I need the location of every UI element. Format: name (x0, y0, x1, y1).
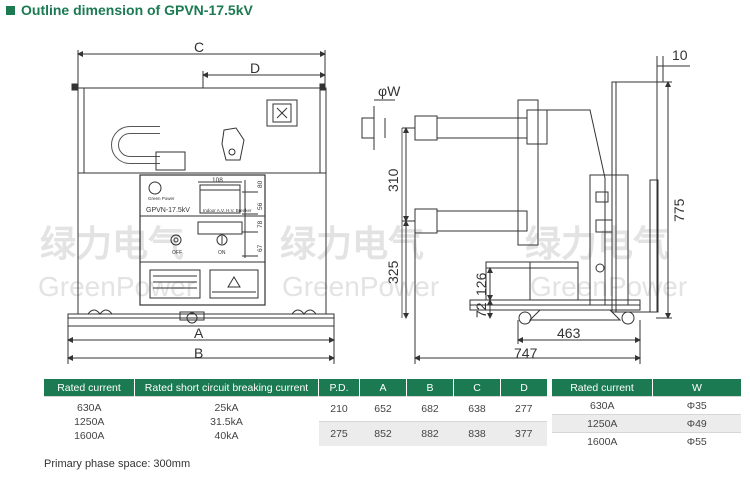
dim-463: 463 (557, 325, 581, 341)
footnote: Primary phase space: 300mm (44, 458, 191, 470)
panel-brand: Green Power (148, 196, 175, 201)
panel-sub: Indoor A.V. H.V. Breaker (203, 208, 252, 213)
current-cell: 1250A (552, 414, 653, 433)
w-cell: Φ35 (652, 396, 741, 415)
table-row: 630A 1250A 1600A 25kA 31.5kA 40kA 210 65… (44, 396, 547, 446)
side-view (361, 56, 690, 364)
breaking-value: 31.5kA (210, 415, 243, 428)
b-cell: 882 (406, 421, 454, 446)
off-label: OFF (172, 250, 182, 256)
table-header-row: Rated current Rated short circuit breaki… (44, 379, 547, 397)
watermark-en-2: GreenPower (282, 271, 439, 302)
c-cell: 838 (453, 421, 501, 446)
dim-747: 747 (514, 345, 538, 361)
dim-310: 310 (385, 168, 401, 192)
current-value: 1600A (74, 429, 105, 442)
table-row: 275 852 882 838 377 (44, 421, 547, 446)
th-w: W (652, 379, 741, 397)
th-rated-current: Rated current (552, 379, 653, 397)
dim-D: D (250, 60, 260, 76)
current-value: 1250A (74, 415, 105, 428)
section-title: Outline dimension of GPVN-17.5kV (6, 0, 253, 20)
dim-A: A (194, 325, 204, 341)
outline-drawing: 绿力电气 绿力电气 绿力电气 GreenPower GreenPower Gre… (38, 39, 690, 364)
breaking-cell: 25kA 31.5kA 40kA (134, 396, 319, 446)
watermark-cn-1: 绿力电气 (40, 223, 184, 264)
table-row: 1600A Φ55 (552, 432, 741, 450)
th-b: B (406, 379, 454, 397)
pd-cell: 275 (318, 421, 360, 446)
th-rated-current: Rated current (44, 379, 135, 397)
c-cell: 638 (453, 396, 501, 422)
watermark-cn-2: 绿力电气 (280, 223, 424, 264)
table-header-row: Rated current W (552, 379, 741, 397)
dim-775: 775 (671, 198, 687, 222)
title-square-icon (6, 5, 15, 15)
current-value: 630A (76, 401, 102, 414)
current-cell: 630A (552, 396, 653, 415)
w-cell: Φ55 (652, 432, 741, 450)
watermark-cn-3: 绿力电气 (525, 223, 669, 264)
w-cell: Φ49 (652, 414, 741, 433)
front-view (67, 50, 335, 364)
dim-67: 67 (257, 244, 264, 252)
th-pd: P.D. (318, 379, 360, 397)
table-row: 1250A Φ49 (552, 414, 741, 433)
a-cell: 652 (359, 396, 407, 422)
dim-325: 325 (385, 260, 401, 284)
breaking-value: 40kA (214, 429, 239, 442)
dim-80: 80 (257, 180, 264, 188)
b-cell: 682 (406, 396, 454, 422)
dim-126: 126 (473, 272, 489, 296)
dim-56: 56 (257, 202, 264, 210)
side-dims: φW 10 310 325 126 72 775 463 747 (378, 47, 688, 361)
th-c: C (453, 379, 501, 397)
dim-phiW: φW (378, 83, 401, 99)
pd-cell: 210 (318, 396, 360, 422)
panel-dims: 108 80 56 78 67 GPVN-17.5kV Green Power … (146, 177, 264, 256)
d-cell: 377 (500, 421, 547, 446)
dim-72: 72 (473, 302, 489, 318)
table-row: 630A Φ35 (552, 396, 741, 415)
dim-108: 108 (212, 177, 223, 184)
a-cell: 852 (359, 421, 407, 446)
dim-78: 78 (257, 220, 264, 228)
dimension-table: Rated current Rated short circuit breaki… (44, 379, 547, 446)
dim-10: 10 (672, 47, 688, 63)
dim-B: B (194, 345, 203, 361)
th-breaking-current: Rated short circuit breaking current (134, 379, 319, 397)
breaking-value: 25kA (214, 401, 239, 414)
panel-model: GPVN-17.5kV (146, 207, 190, 214)
th-a: A (359, 379, 407, 397)
d-cell: 277 (500, 396, 547, 422)
current-cell: 630A 1250A 1600A (44, 396, 135, 446)
on-label: ON (218, 250, 226, 256)
current-cell: 1600A (552, 432, 653, 450)
watermark-en-3: GreenPower (530, 271, 687, 302)
dim-C: C (194, 39, 204, 55)
front-dims: C D A B (194, 39, 260, 361)
w-table: Rated current W 630A Φ35 1250A Φ49 1600A… (552, 379, 741, 450)
th-d: D (500, 379, 547, 397)
title-text: Outline dimension of GPVN-17.5kV (21, 2, 253, 18)
